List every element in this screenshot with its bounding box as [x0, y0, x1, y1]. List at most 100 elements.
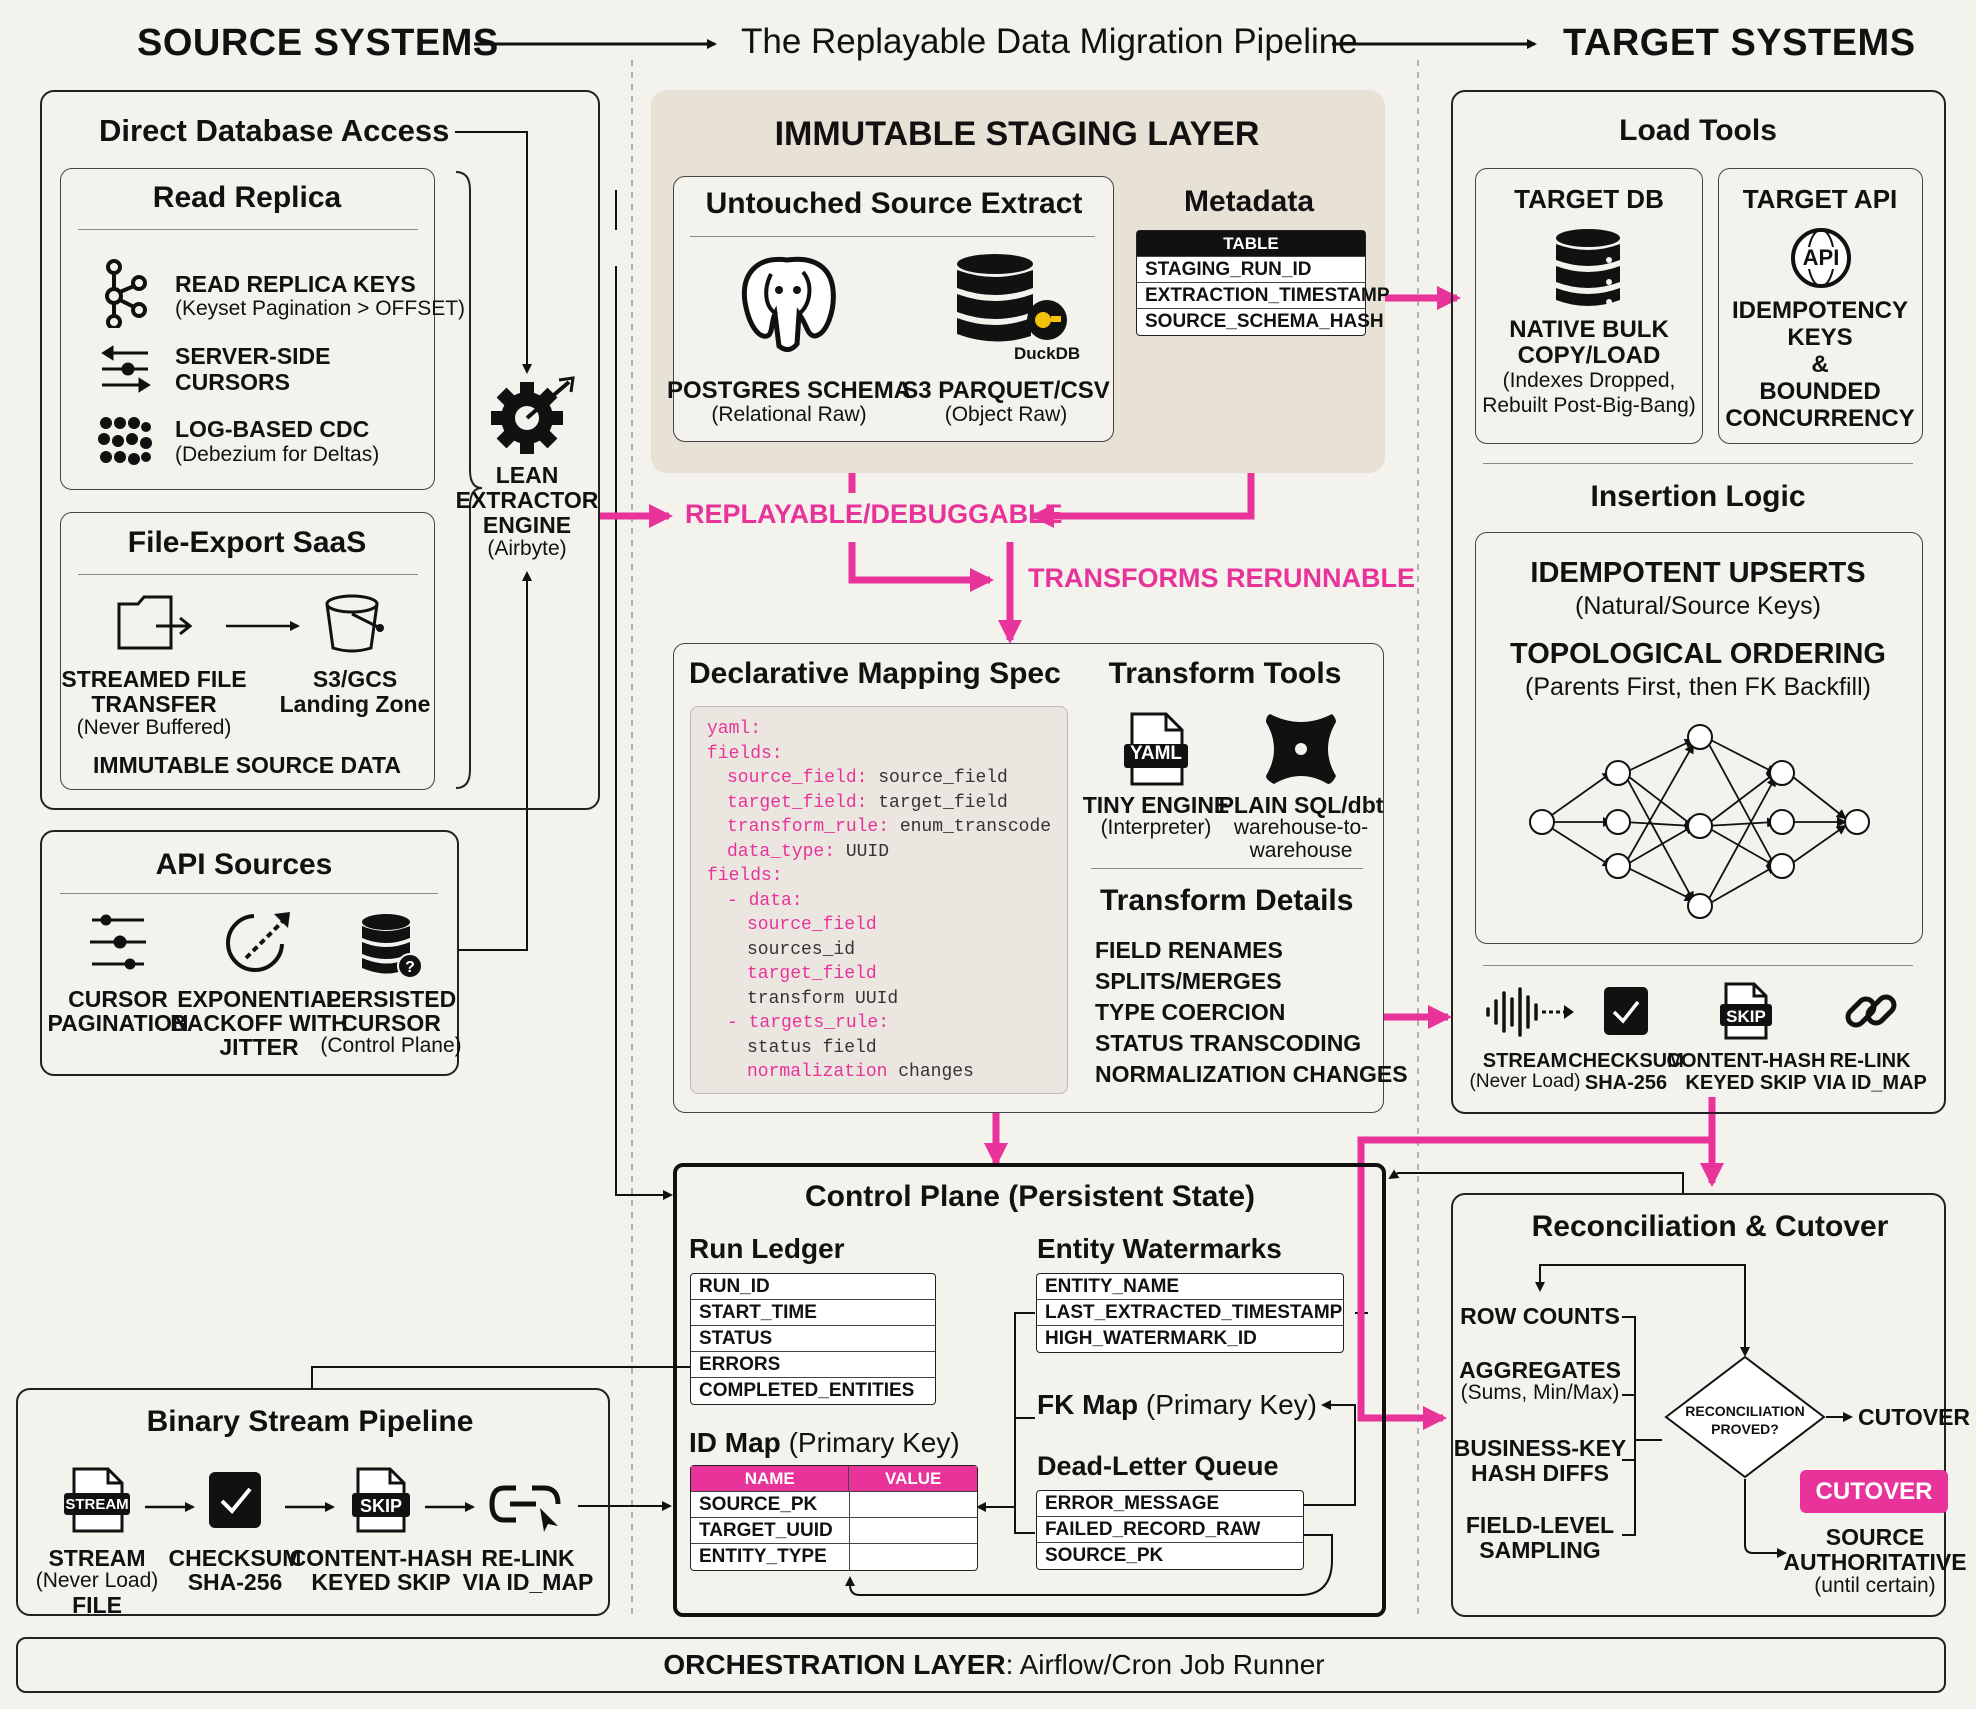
bulk-load-l2: COPY/LOAD [1517, 342, 1661, 369]
target-checksum-l1: CHECKSUM [1568, 1050, 1684, 1072]
s3-parquet-label: S3 PARQUET/CSV [902, 377, 1110, 404]
check-hash-diffs-2: HASH DIFFS [1471, 1460, 1609, 1486]
binary-to-ledger [311, 1366, 690, 1388]
duckdb-stack-icon [957, 254, 1067, 342]
idempotency-l1: IDEMPOTENCY [1731, 297, 1909, 324]
metadata-table-header: TABLE [1137, 231, 1365, 257]
yaml-value: status field [747, 1037, 877, 1058]
yaml-code-line: data_type: UUID [707, 840, 1051, 865]
dlq-table: ERROR_MESSAGE FAILED_RECORD_RAW SOURCE_P… [1036, 1490, 1304, 1570]
replayable-label: REPLAYABLE/DEBUGGABLE [685, 499, 1063, 529]
insertion-logic-card [1475, 532, 1923, 944]
idempotency-l4: BOUNDED [1759, 378, 1881, 405]
landing-zone-label: Landing Zone [279, 691, 431, 717]
idempotency-l3: & [1811, 351, 1829, 378]
file-export-title: File-Export SaaS [127, 526, 367, 559]
read-replica-card [60, 168, 435, 490]
detail-field-renames: FIELD RENAMES [1095, 937, 1283, 963]
extractor-gear-icon [491, 376, 575, 454]
stream-l2: (Never Load) [35, 1569, 159, 1592]
yaml-value: sources_id [747, 939, 856, 960]
extractor-sub: (Airbyte) [487, 537, 567, 560]
link-icon [1845, 994, 1897, 1028]
backoff-l2: BACKOFF WITH [170, 1010, 348, 1036]
yaml-value: transform UUId [747, 988, 899, 1009]
extractor-label-2: EXTRACTOR [455, 487, 599, 513]
yaml-key: target_field: [727, 792, 868, 813]
yaml-badge: YAML [1129, 743, 1183, 764]
orchestration-rest: : Airflow/Cron Job Runner [1005, 1649, 1325, 1680]
metadata-row-run-id: STAGING_RUN_ID [1137, 257, 1365, 283]
idmap-sub: (Primary Key) [788, 1427, 960, 1458]
yaml-value: enum_transcode [889, 817, 1052, 837]
yaml-code-line: fields: [707, 864, 1051, 889]
checksum-l2: SHA-256 [187, 1569, 283, 1595]
cdc-sub: (Debezium for Deltas) [175, 443, 380, 466]
pipeline-title: The Replayable Data Migration Pipeline [741, 22, 1358, 61]
target-relink-l2: VIA ID_MAP [1813, 1072, 1927, 1094]
yaml-value: target_field [867, 792, 1008, 813]
yaml-value: source_field [867, 768, 1008, 788]
detail-type-coercion: TYPE COERCION [1095, 999, 1286, 1025]
detail-splits-merges: SPLITS/MERGES [1095, 968, 1282, 994]
yaml-code-line: source_field: source_field [707, 766, 1051, 791]
duckdb-badge: DuckDB [1014, 344, 1081, 363]
idmap-column-divider [849, 1492, 850, 1571]
detail-status-transcoding: STATUS TRANSCODING [1095, 1030, 1362, 1056]
watermarks-table: ENTITY_NAME LAST_EXTRACTED_TIMESTAMP HIG… [1036, 1273, 1344, 1353]
relink-l2: VIA ID_MAP [462, 1569, 594, 1595]
audio-stream-icon [1486, 987, 1574, 1037]
target-systems-heading: TARGET SYSTEMS [1563, 22, 1916, 64]
staging-title: IMMUTABLE STAGING LAYER [774, 115, 1260, 153]
yaml-code-line: - targets_rule: [707, 1011, 1051, 1036]
dlq-row: SOURCE_PK [1045, 1545, 1164, 1566]
tiny-engine-sub: (Interpreter) [1100, 816, 1212, 839]
idmap-row: TARGET_UUID [691, 1518, 977, 1544]
run-ledger-table: RUN_ID START_TIME STATUS ERRORS COMPLETE… [690, 1273, 936, 1405]
fkmap-title: FK Map [1037, 1389, 1139, 1420]
yaml-key: transform_rule: [727, 817, 890, 837]
backoff-l3: JITTER [219, 1034, 299, 1060]
dlq-to-fkmap [1302, 1400, 1356, 1506]
skip-file-icon [352, 1467, 410, 1533]
divider [1483, 463, 1913, 464]
api-globe-icon [1791, 228, 1851, 288]
yaml-code-line: transform UUId [707, 987, 1051, 1012]
streamed-file-sub: (Never Buffered) [76, 716, 232, 739]
stream-file-icon [64, 1467, 130, 1533]
pagination-icon [90, 914, 146, 970]
bulk-load-sub-2: Rebuilt Post-Big-Bang) [1482, 394, 1696, 417]
source-authoritative-1: SOURCE [1825, 1524, 1925, 1550]
metadata-row-schema-hash: SOURCE_SCHEMA_HASH [1145, 311, 1384, 332]
cutover-button[interactable]: CUTOVER [1800, 1470, 1948, 1513]
source-authoritative-2: AUTHORITATIVE [1783, 1549, 1967, 1575]
yaml-value: changes [887, 1062, 974, 1082]
check-sampling-1: FIELD-LEVEL [1465, 1512, 1615, 1538]
cursor-pagination-l2: PAGINATION [47, 1010, 189, 1036]
s3-gcs-label: S3/GCS [312, 666, 398, 692]
svg-text:?: ? [405, 959, 415, 976]
yaml-code-line: yaml: [707, 717, 1051, 742]
dlq-loop [845, 1534, 1333, 1596]
source-authoritative-sub: (until certain) [1814, 1574, 1936, 1597]
divider [1483, 965, 1913, 966]
server-side-cursors-label-2: CURSORS [175, 369, 291, 395]
yaml-code-line: target_field: target_field [707, 791, 1051, 816]
stream-badge: STREAM [65, 1496, 129, 1513]
target-db-card [1475, 168, 1703, 444]
yaml-code-line: source_field [707, 913, 1051, 938]
cdc-label: LOG-BASED CDC [175, 416, 370, 442]
orchestration-bold: ORCHESTRATION LAYER [663, 1649, 1006, 1680]
content-hash-l2: KEYED SKIP [311, 1569, 451, 1595]
fkmap-to-idmap [976, 1417, 1035, 1512]
kafka-icon [105, 259, 147, 328]
api-sources-title: API Sources [155, 848, 333, 881]
divider [1091, 868, 1363, 869]
check-row-counts: ROW COUNTS [1460, 1303, 1620, 1329]
insertion-logic-title: Insertion Logic [1590, 480, 1806, 513]
streamed-file-label: STREAMED FILE [61, 666, 247, 692]
topological-ordering-sub: (Parents First, then FK Backfill) [1525, 673, 1871, 701]
yaml-file-icon [1124, 712, 1188, 786]
idmap-header-value: VALUE [885, 1469, 942, 1488]
